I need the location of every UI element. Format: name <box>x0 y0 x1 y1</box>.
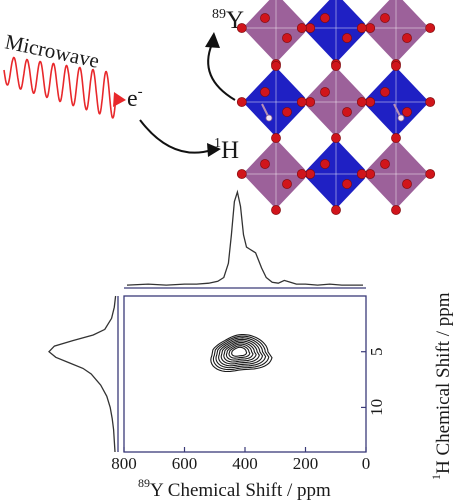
scheme-group: Microwave e- 1H 89Y <box>3 7 244 164</box>
oxygen-atom <box>402 33 412 43</box>
x-axis-label: 89Y Chemical Shift / ppm <box>138 476 331 500</box>
contour-ring <box>231 346 248 357</box>
contour-ring <box>215 337 267 369</box>
perovskite-crystal-structure <box>236 0 436 215</box>
oxygen-atom <box>296 97 307 107</box>
oxygen-atom <box>425 169 436 179</box>
oxygen-atom <box>425 23 436 33</box>
oxygen-atom <box>260 13 270 23</box>
oxygen-atom <box>391 61 401 71</box>
contour-ring <box>210 334 273 373</box>
left-projection-trace <box>48 295 117 453</box>
oxygen-atom <box>236 97 247 107</box>
contour-ring <box>228 345 251 359</box>
transfer-arrowhead-y <box>205 32 220 48</box>
contour-ring <box>220 340 260 365</box>
electron-charge: - <box>138 84 143 100</box>
x-axis-label-text: Y Chemical Shift / ppm <box>150 480 331 500</box>
left-projection <box>48 295 119 453</box>
oxygen-atom <box>331 133 341 143</box>
oxygen-atom <box>356 169 367 179</box>
top-projection <box>124 189 366 289</box>
oxygen-atom <box>342 33 352 43</box>
y-tick-label: 5 <box>367 347 386 356</box>
oxygen-atom <box>342 107 352 117</box>
x-tick-label: 0 <box>362 454 371 473</box>
oxygen-atom <box>331 205 341 215</box>
y-tick-label: 10 <box>367 399 386 416</box>
oxygen-atom <box>402 107 412 117</box>
oxygen-atom <box>402 179 412 189</box>
hydroxyl-bond <box>393 103 401 117</box>
contour-ring <box>212 335 270 371</box>
contour-ring <box>225 343 254 361</box>
y-axis-label-mass: 1 <box>429 474 443 480</box>
proton-symbol: H <box>221 137 239 164</box>
oxygen-atom <box>282 179 292 189</box>
oxygen-atom <box>356 97 367 107</box>
hydroxyl-bond <box>261 103 269 117</box>
contour-ring <box>223 341 257 363</box>
oxygen-atom <box>380 159 390 169</box>
microwave-wave <box>3 56 117 119</box>
contour-peak <box>210 334 273 373</box>
oxygen-atom <box>305 169 316 179</box>
oxygen-atom <box>320 159 330 169</box>
proton-label: 1H <box>214 136 239 164</box>
microwave-arrowhead <box>113 92 126 107</box>
contour-ring <box>218 338 264 367</box>
proton-mass: 1 <box>214 136 221 151</box>
transfer-arrow-e-to-h <box>139 119 213 154</box>
x-tick-label: 600 <box>172 454 198 473</box>
oxygen-atom <box>320 87 330 97</box>
oxygen-atom <box>391 205 401 215</box>
x-axis-ticks: 800 600 400 200 0 <box>111 447 370 473</box>
oxygen-atom <box>331 61 341 71</box>
oxygen-atom <box>282 107 292 117</box>
y-axis-label: 1H Chemical Shift / ppm <box>429 292 454 480</box>
transfer-arrow-h-to-y <box>207 43 236 101</box>
top-projection-trace <box>126 189 363 286</box>
oxygen-atom <box>391 133 401 143</box>
oxygen-atom <box>296 23 307 33</box>
oxygen-atom <box>365 23 376 33</box>
oxygen-atom <box>365 169 376 179</box>
oxygen-atom <box>320 13 330 23</box>
oxygen-atom <box>365 97 376 107</box>
contour-plot-frame <box>123 295 367 453</box>
electron-symbol: e <box>127 86 138 112</box>
x-tick-label: 800 <box>111 454 137 473</box>
oxygen-atom <box>271 61 281 71</box>
oxygen-atom <box>282 33 292 43</box>
hydrogen-atom <box>397 114 405 122</box>
oxygen-atom <box>380 13 390 23</box>
transfer-arrowhead-h <box>207 143 221 157</box>
x-axis-label-mass: 89 <box>138 476 150 490</box>
y-axis-ticks: 5 10 <box>361 347 386 416</box>
oxygen-atom <box>260 159 270 169</box>
oxygen-atom <box>260 87 270 97</box>
yttrium-mass: 89 <box>212 7 226 22</box>
x-tick-label: 400 <box>232 454 258 473</box>
oxygen-atom <box>342 179 352 189</box>
electron-label: e- <box>127 84 143 112</box>
nmr-plot: 800 600 400 200 0 5 10 89Y Chemical Shift / p… <box>48 189 454 500</box>
oxygen-atom <box>271 205 281 215</box>
oxygen-atom <box>236 169 247 179</box>
oxygen-atom <box>425 97 436 107</box>
oxygen-atom <box>356 23 367 33</box>
y-axis-label-text: H Chemical Shift / ppm <box>433 292 454 474</box>
oxygen-atom <box>305 23 316 33</box>
oxygen-atom <box>305 97 316 107</box>
oxygen-atom <box>296 169 307 179</box>
oxygen-atom <box>380 87 390 97</box>
oxygen-atom <box>236 23 247 33</box>
oxygen-atom <box>271 133 281 143</box>
hydrogen-atom <box>265 114 273 122</box>
x-tick-label: 200 <box>293 454 319 473</box>
